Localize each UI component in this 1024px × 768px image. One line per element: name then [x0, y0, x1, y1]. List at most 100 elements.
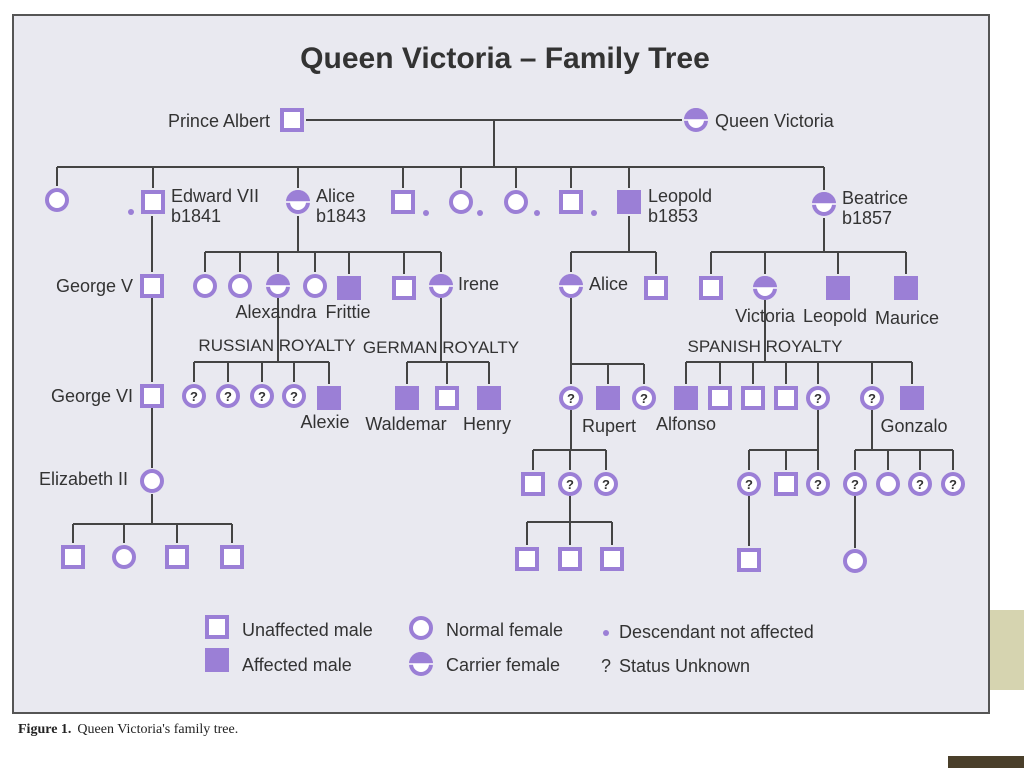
pedigree-symbols: ???????????????	[45, 108, 965, 676]
legend-carrier-female-symbol	[409, 652, 433, 676]
alice-2-daughter-symbol: ?	[559, 386, 583, 410]
descendant-m-4-symbol	[600, 547, 624, 571]
grandchild-3-symbol	[165, 545, 189, 569]
legend-descendant-dot-symbol	[603, 630, 609, 636]
george-vi-symbol	[140, 384, 164, 408]
legend-label-affected-male: Affected male	[242, 655, 352, 675]
svg-text:?: ?	[868, 391, 876, 406]
spanish-grand-q-1-symbol: ?	[737, 472, 761, 496]
descendant-m-3-symbol	[558, 547, 582, 571]
label-george-vi: George VI	[51, 386, 133, 406]
russian-daughter-4-symbol: ?	[282, 384, 306, 408]
daughter-helena-symbol	[449, 190, 473, 214]
alice-daughter-4-symbol	[303, 274, 327, 298]
frame-accent-strip	[988, 610, 1024, 690]
alice-2-symbol	[559, 274, 583, 298]
elizabeth-ii-symbol	[140, 469, 164, 493]
descendant-m-2-symbol	[515, 547, 539, 571]
svg-text:?: ?	[814, 391, 822, 406]
svg-text:?: ?	[566, 477, 574, 492]
alice-daughter-1-symbol	[193, 274, 217, 298]
label-alexie: Alexie	[300, 412, 349, 432]
descendant-q-2-symbol: ?	[594, 472, 618, 496]
legend-affected-male-symbol	[205, 648, 229, 672]
irene-symbol	[429, 274, 453, 298]
svg-text:?: ?	[949, 477, 957, 492]
spanish-great-m-1-symbol	[737, 548, 761, 572]
russian-daughter-3-symbol: ?	[250, 384, 274, 408]
alexandra-symbol	[266, 274, 290, 298]
label-edward-vii: Edward VII	[171, 186, 259, 206]
legend-normal-female-symbol	[409, 616, 433, 640]
label-victoria: Victoria	[735, 306, 796, 326]
dot-4-symbol	[534, 210, 540, 216]
frame-bottom-bar	[948, 756, 1024, 768]
svg-text:?: ?	[258, 389, 266, 404]
svg-text:?: ?	[916, 477, 924, 492]
spanish-daughter-1-symbol: ?	[806, 386, 830, 410]
dot-3-symbol	[477, 210, 483, 216]
russian-daughter-1-symbol: ?	[182, 384, 206, 408]
alice-son-2-symbol	[392, 276, 416, 300]
label-spanish-royalty: SPANISH ROYALTY	[688, 337, 843, 356]
waldemar-symbol	[395, 386, 419, 410]
legend-label-status-unknown: Status Unknown	[619, 656, 750, 676]
svg-text:?: ?	[640, 391, 648, 406]
grandchild-2-symbol	[112, 545, 136, 569]
family-tree-panel	[12, 14, 990, 714]
label-beatrice: Beatrice	[842, 188, 908, 208]
figure-number: Figure 1.	[18, 722, 72, 737]
svg-text:?: ?	[567, 391, 575, 406]
edward-vii-symbol	[141, 190, 165, 214]
label-edward-vii-birth: b1841	[171, 206, 221, 226]
label-rupert: Rupert	[582, 416, 636, 436]
gonzalo-symbol	[900, 386, 924, 410]
legend-label-carrier-female: Carrier female	[446, 655, 560, 675]
spanish-daughter-2-symbol: ?	[860, 386, 884, 410]
svg-text:?: ?	[224, 389, 232, 404]
alice-symbol	[286, 190, 310, 214]
label-leopold-birth: b1853	[648, 206, 698, 226]
dot-5-symbol	[591, 210, 597, 216]
daughter-louise-symbol	[504, 190, 528, 214]
daughter-1-symbol	[45, 188, 69, 212]
svg-text:?: ?	[851, 477, 859, 492]
spanish-great-f-1-symbol	[843, 549, 867, 573]
alice-daughter-2-symbol	[228, 274, 252, 298]
svg-text:?: ?	[745, 477, 753, 492]
spanish-grand-f-1-symbol	[876, 472, 900, 496]
grandchild-4-symbol	[220, 545, 244, 569]
label-george-v: George V	[56, 276, 133, 296]
legend-unaffected-male-symbol	[205, 615, 229, 639]
leopold-2-symbol	[826, 276, 850, 300]
spanish-grand-q-5-symbol: ?	[941, 472, 965, 496]
label-irene: Irene	[458, 274, 499, 294]
spanish-son-4-symbol	[774, 386, 798, 410]
spanish-grand-q-2-symbol: ?	[806, 472, 830, 496]
descendant-q-1-symbol: ?	[558, 472, 582, 496]
alice-2-daughter-2-symbol: ?	[632, 386, 656, 410]
figure-caption-text: Queen Victoria's family tree.	[77, 722, 239, 737]
legend-label-descendant-not-affected: Descendant not affected	[619, 622, 814, 642]
legend-mark-status-unknown: ?	[601, 656, 611, 676]
svg-text:?: ?	[602, 477, 610, 492]
figure-caption: Figure 1. Queen Victoria's family tree.	[18, 722, 238, 738]
label-elizabeth-ii: Elizabeth II	[39, 469, 128, 489]
alexie-symbol	[317, 386, 341, 410]
label-gonzalo: Gonzalo	[880, 416, 947, 436]
svg-text:?: ?	[190, 389, 198, 404]
label-waldemar: Waldemar	[365, 414, 446, 434]
prince-albert-symbol	[280, 108, 304, 132]
leopold-symbol	[617, 190, 641, 214]
german-son-2-symbol	[435, 386, 459, 410]
maurice-symbol	[894, 276, 918, 300]
label-alexandra: Alexandra	[235, 302, 317, 322]
spanish-grand-m-1-symbol	[774, 472, 798, 496]
tree-lines	[56, 119, 954, 548]
victoria-symbol	[753, 276, 777, 300]
label-henry: Henry	[463, 414, 511, 434]
legend-label-unaffected-male: Unaffected male	[242, 620, 373, 640]
svg-text:?: ?	[290, 389, 298, 404]
label-leopold-2: Leopold	[803, 306, 867, 326]
leopold-son-symbol	[644, 276, 668, 300]
